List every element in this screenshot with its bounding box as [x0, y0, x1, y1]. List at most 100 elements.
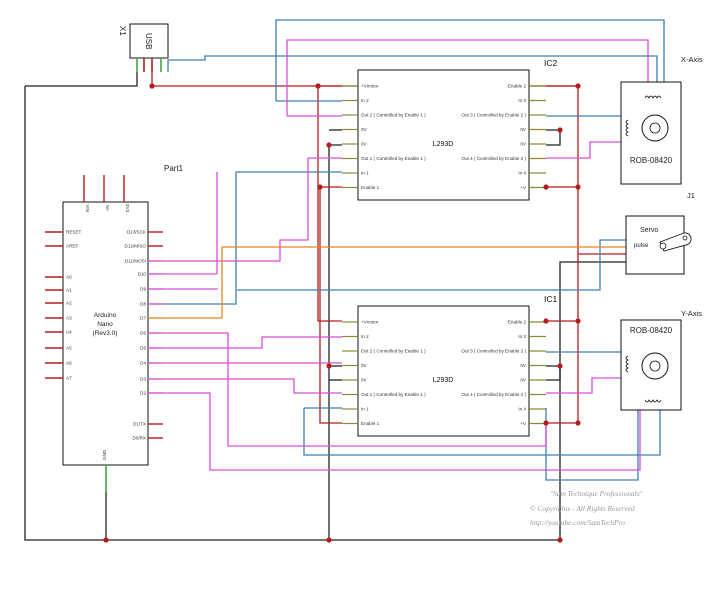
arduino-right-pin-label: D11/MOSI	[125, 259, 146, 264]
wire	[163, 378, 342, 394]
junction-dot	[543, 184, 549, 190]
chip-left-pin-label: Enable 1	[361, 185, 380, 190]
wire	[237, 239, 626, 291]
junction-dot	[543, 420, 549, 426]
arduino-right-pin-label: D1/TX	[133, 422, 146, 427]
servo-pulse-label: pulse	[634, 243, 649, 249]
junction-dots	[103, 83, 581, 543]
arduino-left-pin-label: A0	[66, 275, 72, 280]
arduino-left-pin-label: A1	[66, 288, 72, 293]
arduino-top-pin-label: 5V	[105, 205, 110, 212]
chip-left-pin-label: +Vmotor	[361, 320, 379, 325]
wire	[24, 86, 560, 541]
watermark-line-1: "Sam Technique Professionals"	[550, 489, 644, 498]
chip-left-pin-label: 0V	[361, 127, 368, 132]
chip-left-pin-label: In 1	[361, 407, 369, 412]
wire	[275, 19, 665, 101]
arduino-gnd-label: GND	[102, 449, 107, 460]
chip-left-pin-label: 0V	[361, 363, 368, 368]
wire	[546, 377, 621, 394]
wire	[319, 187, 342, 424]
chip-right-pin-label: Out 3 ( Controlled by Enable 2 )	[461, 113, 526, 118]
watermark-line-2: © Copyrights - All Rights Reserved	[530, 504, 635, 513]
arduino-right-pin-label: D3	[140, 377, 146, 382]
chip-left-pin-label: Out 1 ( Controlled by Enable 1 )	[361, 392, 426, 397]
arduino-name-1: Arduino	[94, 312, 117, 319]
arduino-top-pin-label: VIN	[85, 204, 90, 212]
arduino-left-pin-label: A2	[66, 301, 72, 306]
ic2-ref: IC2	[544, 58, 558, 68]
junction-dot	[326, 142, 332, 148]
arduino-left-pin-label: A4	[66, 330, 72, 335]
wire	[163, 246, 626, 319]
junction-dot	[557, 127, 563, 133]
servo-ref: J1	[687, 191, 695, 200]
chip-right-pin-label: Out 4 ( Controlled by Enable 2 )	[461, 392, 526, 397]
chip-left-pin-label: Out 2 ( Controlled by Enable 1 )	[361, 349, 426, 354]
stepper-y-axis: Y-Axis ROB-08420	[620, 309, 702, 411]
junction-dot	[575, 83, 581, 89]
junction-dot	[575, 420, 581, 426]
ic1-ref: IC1	[544, 294, 558, 304]
wire	[163, 158, 309, 262]
chip-right-pin-label: In 4	[518, 407, 526, 412]
stepper-x-axis: X-Axis ROB-08420	[620, 55, 703, 185]
chip-right-pin-label: Enable 2	[508, 84, 527, 89]
arduino-right-pin-label: D12/MISO	[125, 244, 147, 249]
junction-dot	[575, 318, 581, 324]
arduino-right-pin-label: D5	[140, 346, 146, 351]
arduino-ref: Part1	[164, 164, 184, 173]
chip-right-pin-label: 0V	[520, 127, 527, 132]
wire	[546, 365, 561, 381]
wire	[546, 141, 621, 159]
arduino-right-pin-label: D2	[140, 391, 146, 396]
wire	[163, 336, 342, 349]
wire	[317, 86, 342, 322]
chip-right-pin-label: Out 4 ( Controlled by Enable 2 )	[461, 156, 526, 161]
arduino-right-pins: D13/SCKD12/MISOD11/MOSID10D9D8D7D6D5D4D3…	[125, 230, 163, 441]
junction-dot	[326, 537, 332, 543]
junction-dot	[575, 184, 581, 190]
ic2-part: L293D	[433, 141, 454, 148]
arduino-right-pin-label: D13/SCK	[127, 230, 147, 235]
arduino-left-pin-label: A6	[66, 361, 72, 366]
arduino-right-pin-label: D8	[140, 302, 146, 307]
chip-right-pin-label: 0V	[520, 378, 527, 383]
arduino-left-pin-label: RESET	[66, 230, 82, 235]
chip-right-pin-label: In 3	[518, 334, 526, 339]
chip-left-pin-label: Out 1 ( Controlled by Enable 1 )	[361, 156, 426, 161]
chip-left-pin-label: 0V	[361, 142, 368, 147]
wire	[167, 55, 658, 82]
arduino-name-3: (Rev3.0)	[93, 330, 118, 337]
usb-label: USB	[144, 33, 153, 49]
junction-dot	[557, 363, 563, 369]
servo-name: Servo	[640, 227, 658, 234]
chip-left-pin-label: In 1	[361, 171, 369, 176]
arduino-name-2: Nano	[97, 321, 113, 328]
watermark-line-3: http://youtube.com/SamTechPro	[530, 518, 625, 527]
chip-right-pin-label: In 3	[518, 98, 526, 103]
usb-ref: X1	[118, 26, 127, 36]
arduino-left-pin-label: AREF	[66, 244, 78, 249]
servo: J1 Servo pulse	[625, 191, 695, 275]
chip-left-pin-label: 0V	[361, 378, 368, 383]
arduino-right-pin-label: D6	[140, 331, 146, 336]
wire	[163, 172, 237, 305]
arduino-left-pin-label: A7	[66, 376, 72, 381]
arduino-right-pin-label: D4	[140, 361, 146, 366]
arduino-right-pin-label: D0/RX	[132, 436, 146, 441]
junction-dot	[315, 83, 321, 89]
chip-left-pin-label: In 2	[361, 334, 369, 339]
wire	[303, 408, 661, 456]
ic1-part: L293D	[433, 377, 454, 384]
junction-dot	[326, 363, 332, 369]
wire	[546, 129, 561, 146]
chip-left-pin-label: Enable 1	[361, 421, 380, 426]
